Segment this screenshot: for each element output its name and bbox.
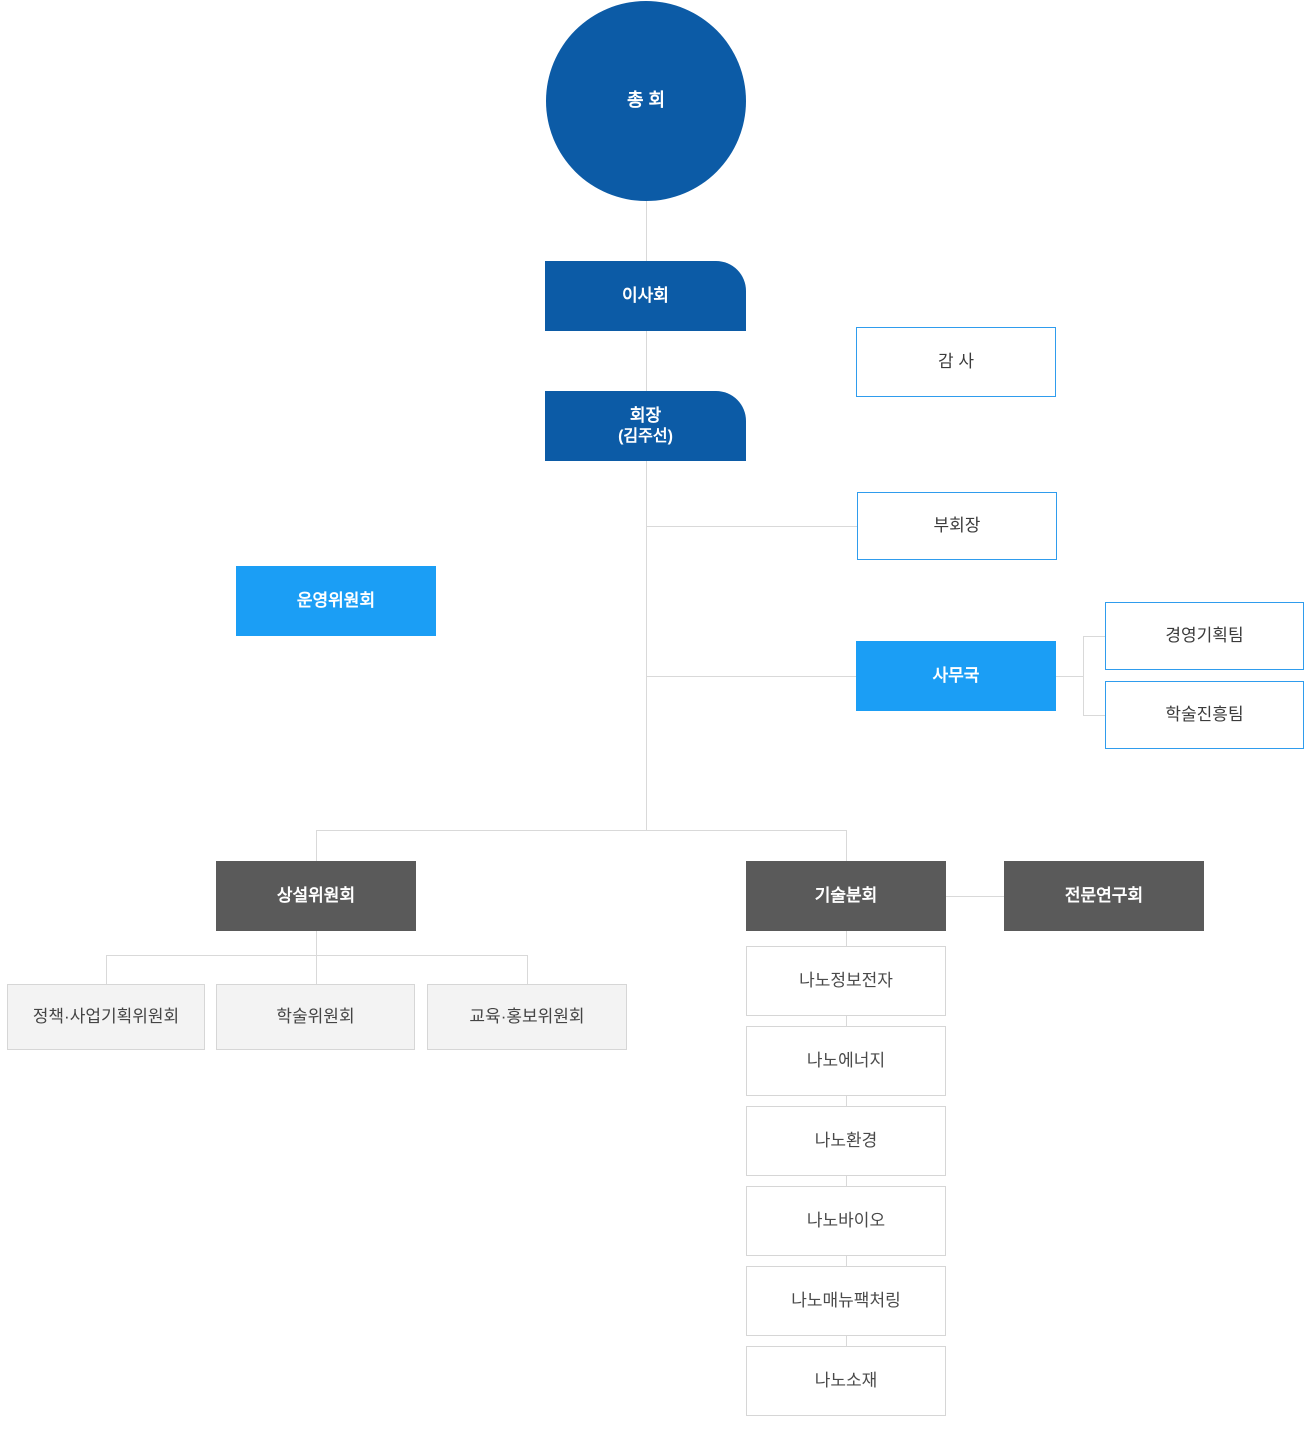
node-academic-committee: 학술위원회	[216, 984, 415, 1050]
connector-team-academic	[1083, 715, 1105, 716]
education-pr-committee-label: 교육·홍보위원회	[469, 1006, 585, 1026]
connector-nano-4	[846, 1256, 847, 1266]
node-auditor: 감 사	[856, 327, 1056, 397]
nano-info-electronics-label: 나노정보전자	[799, 970, 893, 990]
connector-assembly-board	[646, 201, 647, 261]
connector-nano-0	[846, 931, 847, 946]
node-education-pr-committee: 교육·홍보위원회	[427, 984, 627, 1050]
board-label: 이사회	[622, 285, 669, 305]
node-standing-committee: 상설위원회	[216, 861, 416, 931]
node-academic-promotion-team: 학술진흥팀	[1105, 681, 1304, 749]
connector-standing-out	[316, 931, 317, 955]
professional-research-society-label: 전문연구회	[1064, 885, 1144, 905]
secretariat-label: 사무국	[932, 665, 980, 685]
nano-manufacturing-label: 나노매뉴팩처링	[791, 1290, 901, 1310]
node-general-assembly: 총 회	[546, 1, 746, 201]
nano-energy-label: 나노에너지	[806, 1050, 886, 1070]
nano-materials-label: 나노소재	[814, 1370, 878, 1390]
connector-nano-5	[846, 1336, 847, 1346]
connector-edupr-drop	[527, 955, 528, 984]
connector-team-planning	[1083, 636, 1105, 637]
node-nano-bio: 나노바이오	[746, 1186, 946, 1256]
node-management-planning-team: 경영기획팀	[1105, 602, 1304, 670]
node-nano-info-electronics: 나노정보전자	[746, 946, 946, 1016]
connector-secretariat-out	[1056, 676, 1083, 677]
standing-committee-label: 상설위원회	[276, 885, 356, 905]
node-nano-materials: 나노소재	[746, 1346, 946, 1416]
connector-nano-2	[846, 1096, 847, 1106]
vice-president-label: 부회장	[933, 515, 981, 535]
node-technical-division: 기술분회	[746, 861, 946, 931]
node-professional-research-society: 전문연구회	[1004, 861, 1204, 931]
connector-teams-spine	[1083, 636, 1084, 716]
connector-vice-president	[646, 526, 857, 527]
technical-division-label: 기술분회	[814, 885, 878, 905]
connector-nano-3	[846, 1176, 847, 1186]
node-secretariat: 사무국	[856, 641, 1056, 711]
president-name: (김주선)	[618, 427, 673, 445]
node-nano-energy: 나노에너지	[746, 1026, 946, 1096]
node-board: 이사회	[545, 261, 746, 331]
general-assembly-label: 총 회	[626, 90, 666, 111]
connector-board-president	[646, 331, 647, 391]
steering-committee-label: 운영위원회	[296, 590, 376, 610]
management-planning-team-label: 경영기획팀	[1165, 625, 1244, 645]
nano-environment-label: 나노환경	[814, 1130, 878, 1150]
connector-technical-research	[946, 896, 1004, 897]
nano-bio-label: 나노바이오	[806, 1210, 886, 1230]
node-nano-environment: 나노환경	[746, 1106, 946, 1176]
auditor-label: 감 사	[937, 351, 974, 371]
connector-standing-drop	[316, 830, 317, 861]
connector-nano-1	[846, 1016, 847, 1026]
node-president: 회장 (김주선)	[545, 391, 746, 461]
connector-secretariat	[646, 676, 856, 677]
connector-technical-drop	[846, 830, 847, 861]
node-nano-manufacturing: 나노매뉴팩처링	[746, 1266, 946, 1336]
connector-academic-drop	[316, 955, 317, 984]
node-policy-business-planning-committee: 정책·사업기획위원회	[7, 984, 205, 1050]
academic-committee-label: 학술위원회	[276, 1006, 355, 1026]
president-label: 회장	[629, 405, 662, 425]
academic-promotion-team-label: 학술진흥팀	[1165, 704, 1244, 724]
connector-lower-branch	[316, 830, 846, 831]
node-vice-president: 부회장	[857, 492, 1057, 560]
policy-business-planning-committee-label: 정책·사업기획위원회	[32, 1006, 180, 1026]
connector-trunk	[646, 461, 647, 831]
connector-policy-drop	[106, 955, 107, 984]
node-steering-committee: 운영위원회	[236, 566, 436, 636]
